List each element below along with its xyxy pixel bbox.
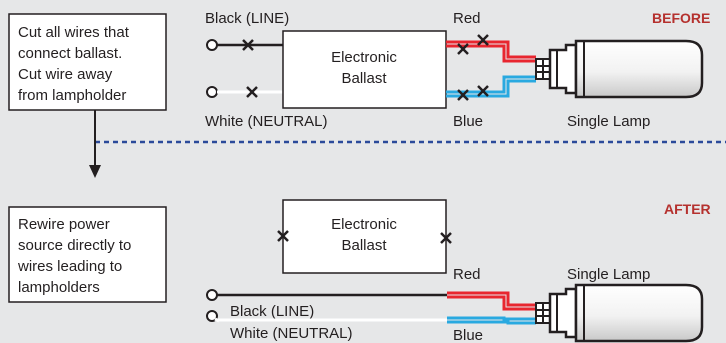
after-instruction-box: [8, 206, 167, 303]
after-lamp-label: Single Lamp: [567, 266, 650, 283]
after-tag: AFTER: [664, 201, 711, 217]
cut-mark: [242, 39, 254, 51]
after-red-label: Red: [453, 266, 481, 283]
after-black-terminal: [206, 289, 218, 301]
after-white-neutral-label: White (NEUTRAL): [230, 325, 353, 342]
before-lamp: [534, 39, 704, 99]
before-red-label: Red: [453, 10, 481, 27]
after-lamp: [534, 283, 704, 343]
cut-mark: [246, 86, 258, 98]
after-instruction-line-3: wires leading to: [17, 258, 122, 275]
cut-mark: [277, 230, 452, 244]
before-white-neutral-label: White (NEUTRAL): [205, 113, 328, 130]
before-black-terminal: [206, 39, 218, 51]
before-black-line-label: Black (LINE): [205, 10, 289, 27]
after-blue-label: Blue: [453, 327, 483, 343]
before-instruction-line-3: Cut wire away: [18, 66, 113, 83]
after-white-terminal: [206, 310, 218, 322]
before-lamp-label: Single Lamp: [567, 113, 650, 130]
before-white-terminal: [206, 86, 218, 98]
after-ballast-box: [282, 199, 447, 274]
before-ballast-label-line-1: Electronic: [331, 49, 397, 66]
flow-arrow-head: [89, 165, 101, 178]
cut-mark: [457, 85, 489, 101]
cut-mark: [457, 34, 489, 55]
after-ballast-label-line-1: Electronic: [331, 216, 397, 233]
before-instruction-line-4: from lampholder: [18, 87, 126, 104]
before-instruction-line-1: Cut all wires that: [18, 24, 130, 41]
after-instruction-line-1: Rewire power: [18, 216, 110, 233]
after-instruction-line-4: lampholders: [18, 279, 100, 296]
before-instruction-box: [8, 13, 167, 111]
after-black-line-label: Black (LINE): [230, 303, 314, 320]
before-ballast-box: [282, 30, 447, 109]
after-instruction-line-2: source directly to: [18, 237, 131, 254]
before-ballast-label-line-2: Ballast: [341, 70, 387, 87]
before-instruction-line-2: connect ballast.: [18, 45, 122, 62]
after-ballast-label-line-2: Ballast: [341, 237, 387, 254]
before-tag: BEFORE: [652, 10, 710, 26]
before-blue-label: Blue: [453, 113, 483, 130]
